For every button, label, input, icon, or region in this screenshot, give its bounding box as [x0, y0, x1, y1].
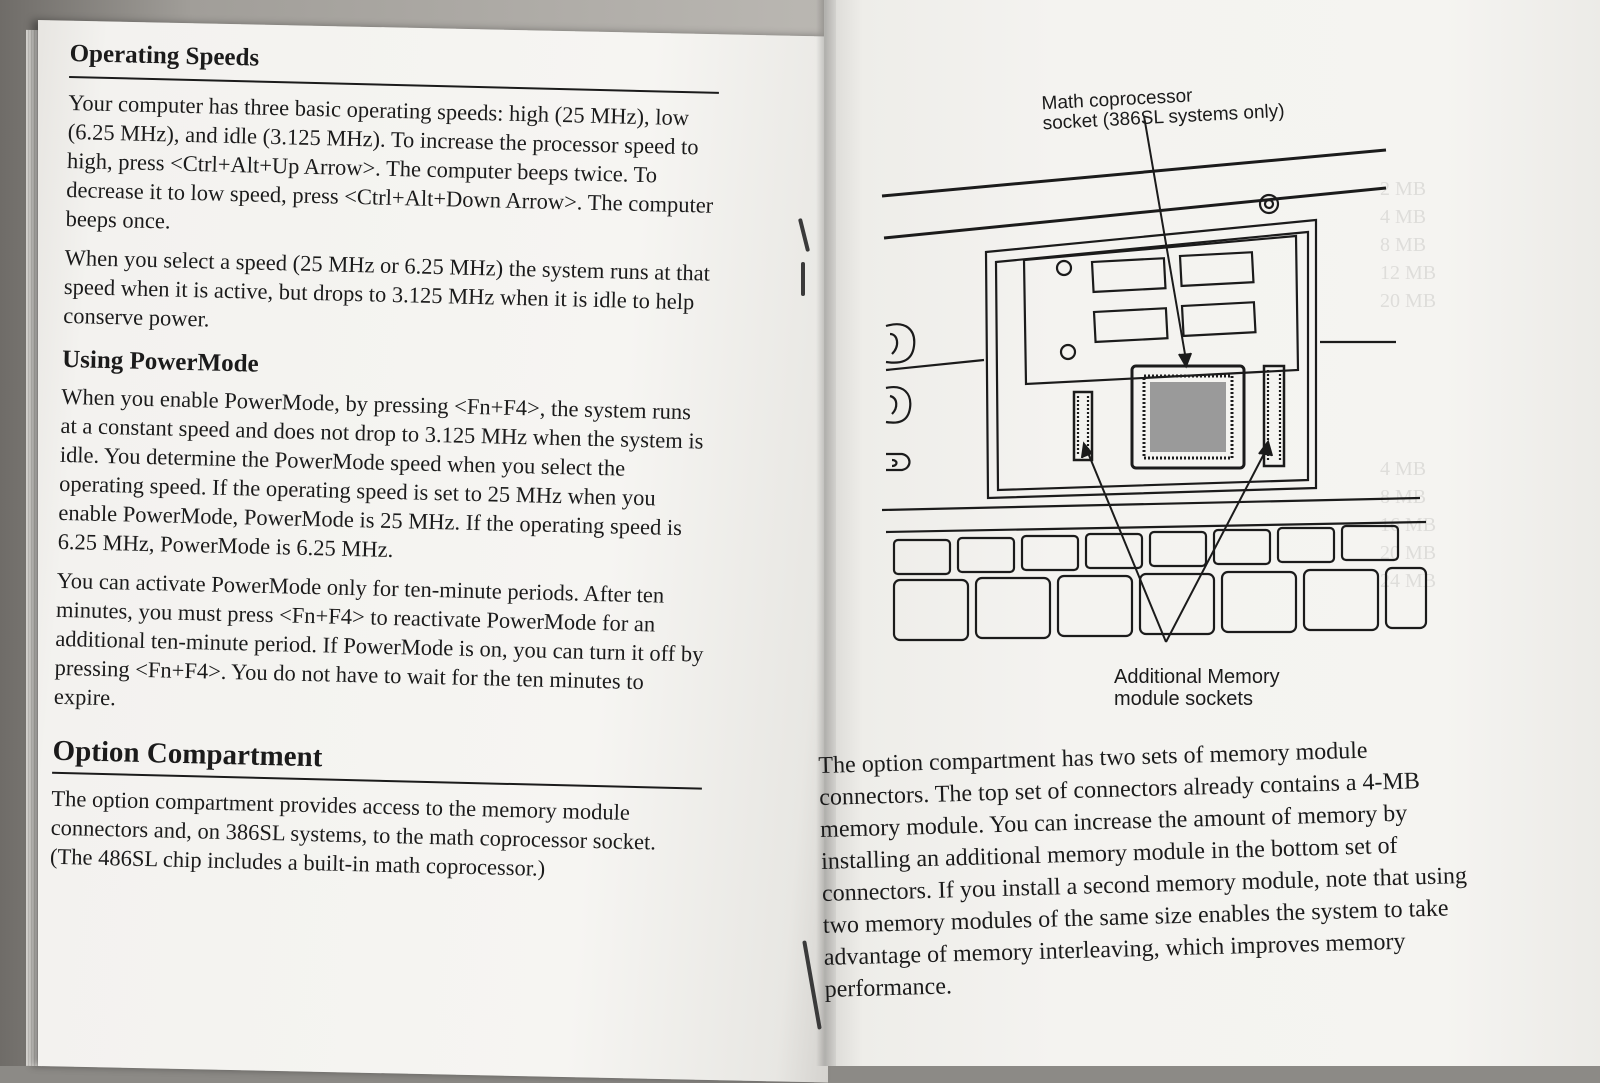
- right-page: [824, 0, 1600, 1066]
- paragraph: You can activate PowerMode only for ten-…: [53, 567, 704, 710]
- open-manual: [26, 0, 1600, 1083]
- staple-upper: [801, 262, 805, 296]
- paragraph: The option compartment provides access t…: [49, 785, 657, 881]
- callout-line: Additional Memory: [1114, 666, 1280, 688]
- right-page-content: The option compartment has two sets of m…: [818, 732, 1475, 1016]
- callout-memory-sockets: Additional Memory module sockets: [1114, 666, 1280, 710]
- section-heading-option-compartment: Option Compartment: [52, 734, 323, 773]
- compartment-illustration: [881, 115, 1428, 643]
- callout-line: module sockets: [1114, 688, 1253, 710]
- option-compartment-diagram: Math coprocessor socket (386SL systems o…: [846, 70, 1466, 720]
- paragraph: When you select a speed (25 MHz or 6.25 …: [62, 244, 711, 331]
- paragraph: Your computer has three basic operating …: [65, 89, 714, 234]
- section-heading-powermode: Using PowerMode: [61, 345, 259, 378]
- paragraph: The option compartment has two sets of m…: [818, 737, 1468, 1003]
- book-gutter: [816, 0, 836, 1066]
- bleed-through-text: 2 MB 4 MB 8 MB 12 MB 20 MB: [1380, 178, 1437, 312]
- paragraph: When you enable PowerMode, by pressing <…: [57, 383, 704, 562]
- left-page-content: Operating Speeds Your computer has three…: [49, 40, 719, 896]
- bleed-through-text: 4 MB 8 MB 16 MB 20 MB 24 MB: [1380, 458, 1437, 592]
